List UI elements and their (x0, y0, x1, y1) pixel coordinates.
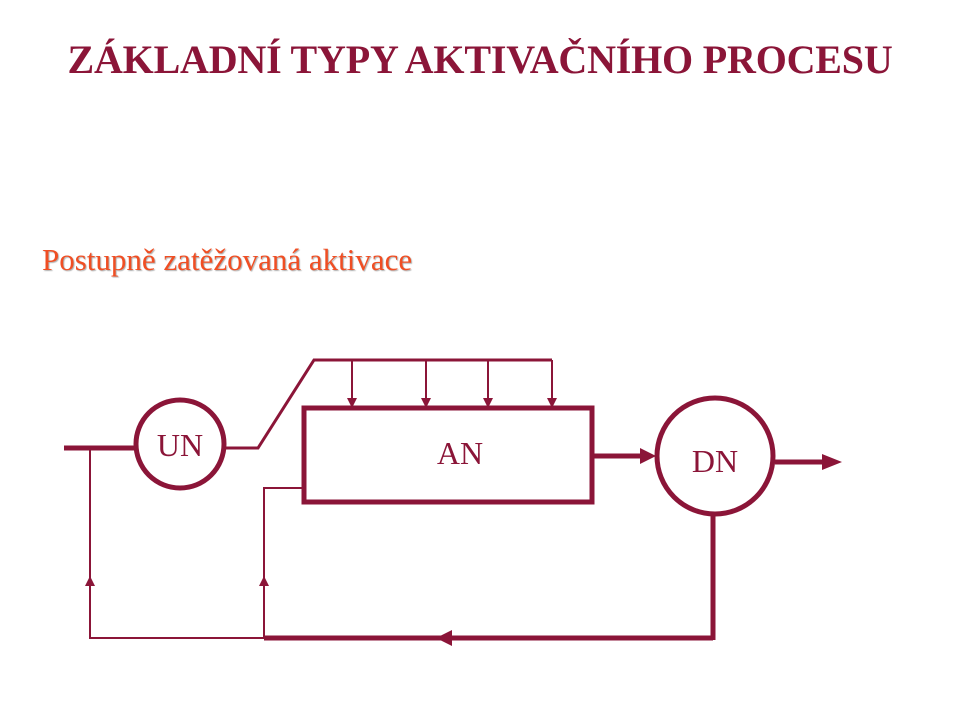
return-to-an-arrow (259, 576, 269, 586)
return-arrow (436, 630, 452, 646)
dn-label: DN (692, 443, 738, 479)
outflow-arrow (822, 454, 842, 470)
an-to-dn-arrow (640, 448, 656, 464)
return-to-inflow-arrow (85, 576, 95, 586)
un-label: UN (157, 427, 203, 463)
slide-title: ZÁKLADNÍ TYPY AKTIVAČNÍHO PROCESU (67, 37, 893, 82)
un-to-distributor-line (224, 358, 552, 450)
dn-node (654, 395, 776, 517)
feed-arrow-1 (347, 398, 357, 408)
return-to-inflow-line (89, 448, 264, 639)
an-label: AN (437, 435, 483, 471)
slide-subtitle: Postupně zatěžovaná aktivace (42, 242, 413, 277)
return-to-an-line (263, 487, 304, 638)
feed-arrow-4 (547, 398, 557, 408)
feed-arrow-3 (483, 398, 493, 408)
un-node (133, 397, 227, 491)
feed-arrow-2 (421, 398, 431, 408)
an-tank (301, 405, 595, 505)
